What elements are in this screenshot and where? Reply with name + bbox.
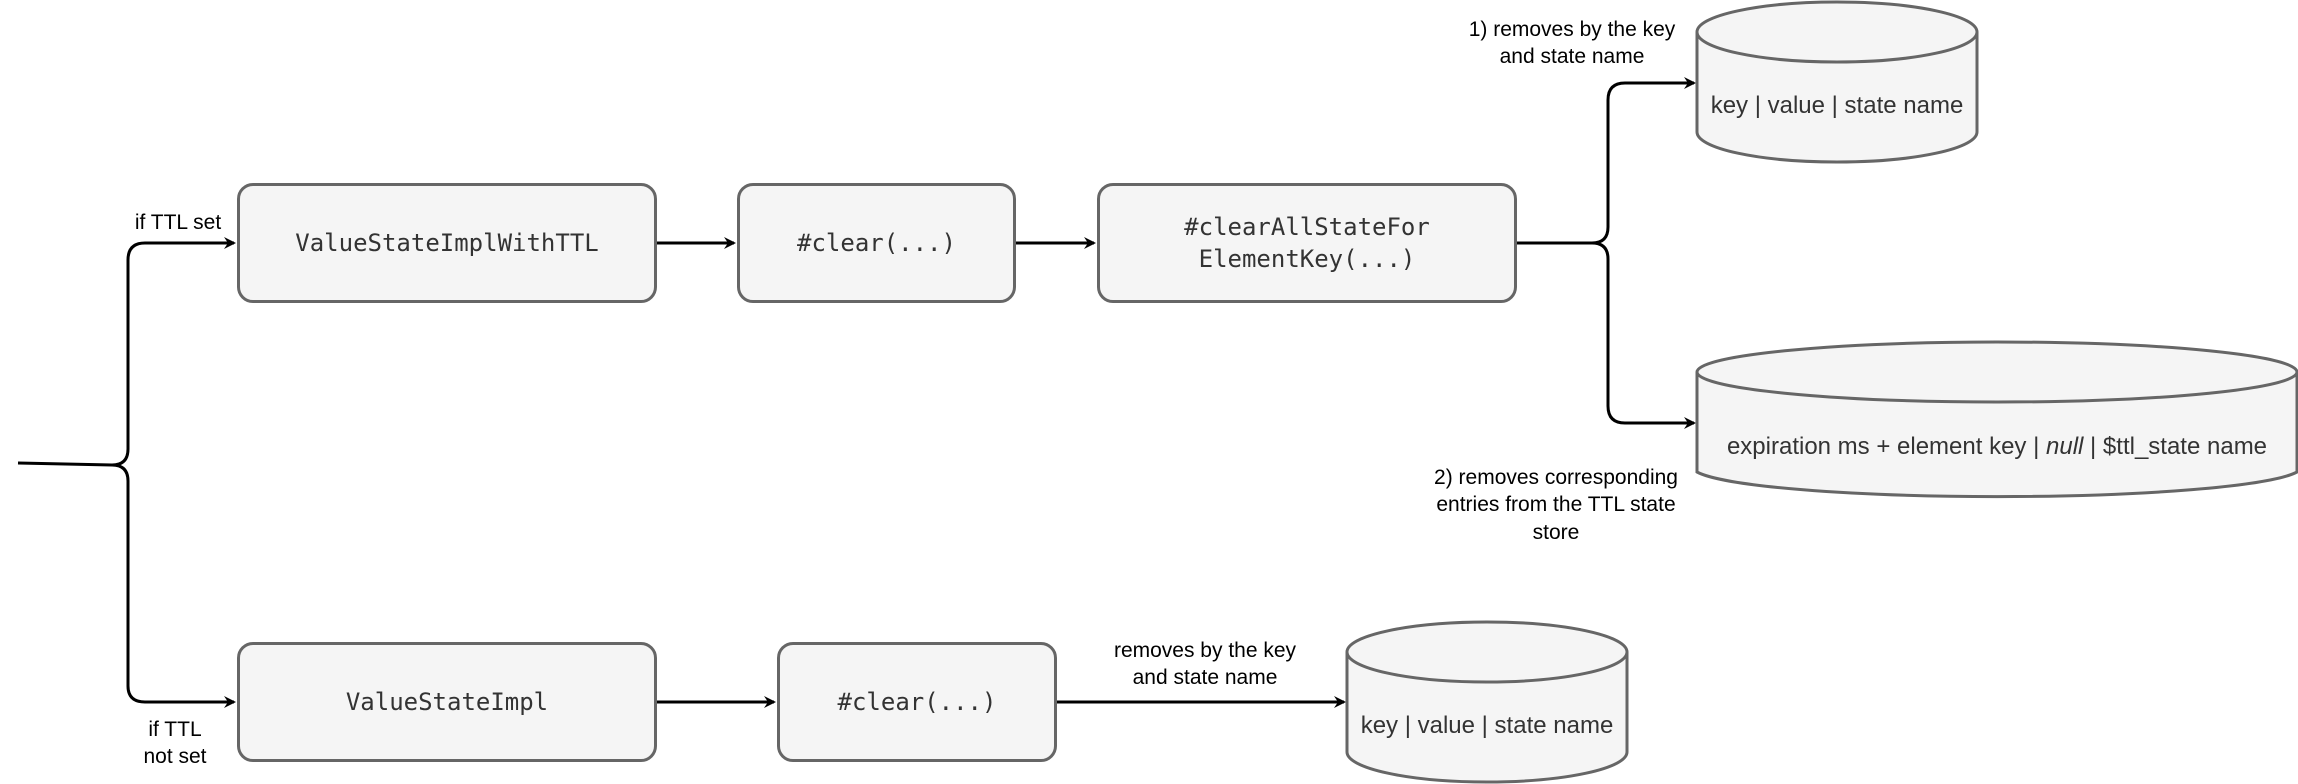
removes-by-key-bottom-line-2: and state name bbox=[1132, 666, 1278, 690]
value-state-impl-with-ttl-box: ValueStateImplWithTTL bbox=[237, 183, 657, 303]
clear-bottom-box: #clear(...) bbox=[777, 642, 1057, 762]
clear-top-box: #clear(...) bbox=[737, 183, 1016, 303]
removes-by-key-top-line-2: and state name bbox=[1499, 45, 1645, 69]
removes-ttl-entries-line-2: entries from the TTL state bbox=[1436, 493, 1676, 517]
removes-by-key-top-label: 1) removes by the key and state name bbox=[1452, 16, 1692, 71]
removes-ttl-entries-line-3: store bbox=[1532, 520, 1580, 544]
ttl-store-text-null: null bbox=[2046, 433, 2084, 460]
edge-to-kv-store bbox=[1517, 77, 1696, 245]
clear-bottom-label: #clear(...) bbox=[837, 687, 997, 716]
removes-ttl-entries-label: 2) removes corresponding entries from th… bbox=[1420, 464, 1692, 546]
if-ttl-not-set-label: if TTL not set bbox=[130, 716, 220, 771]
clear-all-state-label-2: ElementKey(...) bbox=[1198, 245, 1416, 273]
removes-ttl-entries-line-1: 2) removes corresponding bbox=[1434, 466, 1678, 489]
kv-store-cylinder-bottom bbox=[1345, 620, 1629, 784]
kv-store-cylinder-top bbox=[1695, 0, 1979, 164]
clear-all-state-box: #clearAllStateFor ElementKey(...) bbox=[1097, 183, 1517, 303]
if-ttl-not-set-line-2: not set bbox=[143, 745, 207, 769]
value-state-impl-box: ValueStateImpl bbox=[237, 642, 657, 762]
removes-by-key-bottom-label: removes by the key and state name bbox=[1085, 637, 1325, 692]
value-state-impl-label: ValueStateImpl bbox=[345, 687, 549, 716]
if-ttl-set-label: if TTL set bbox=[134, 211, 222, 234]
clear-all-state-label-1: #clearAllStateFor bbox=[1184, 212, 1430, 241]
ttl-store-cylinder bbox=[1695, 340, 2298, 499]
ttl-store-text-suffix: | $ttl_state name bbox=[2083, 433, 2268, 460]
removes-by-key-top-line-1: 1) removes by the key bbox=[1468, 18, 1676, 41]
top-store-text: key | value | state name bbox=[1710, 92, 1964, 119]
removes-by-key-bottom-line-1: removes by the key bbox=[1113, 639, 1297, 662]
ttl-store-text: expiration ms + element key | null | $tt… bbox=[1697, 433, 2297, 461]
clear-top-label: #clear(...) bbox=[797, 228, 956, 257]
branch-not-set-edge bbox=[111, 463, 236, 708]
ttl-store-text-prefix: expiration ms + element key | bbox=[1726, 433, 2046, 460]
entry-edge bbox=[17, 237, 236, 467]
value-state-impl-with-ttl-label: ValueStateImplWithTTL bbox=[295, 228, 599, 257]
edge-to-ttl-store bbox=[1591, 241, 1696, 429]
if-ttl-not-set-line-1: if TTL bbox=[148, 718, 202, 741]
bottom-store-text: key | value | state name bbox=[1360, 712, 1614, 739]
